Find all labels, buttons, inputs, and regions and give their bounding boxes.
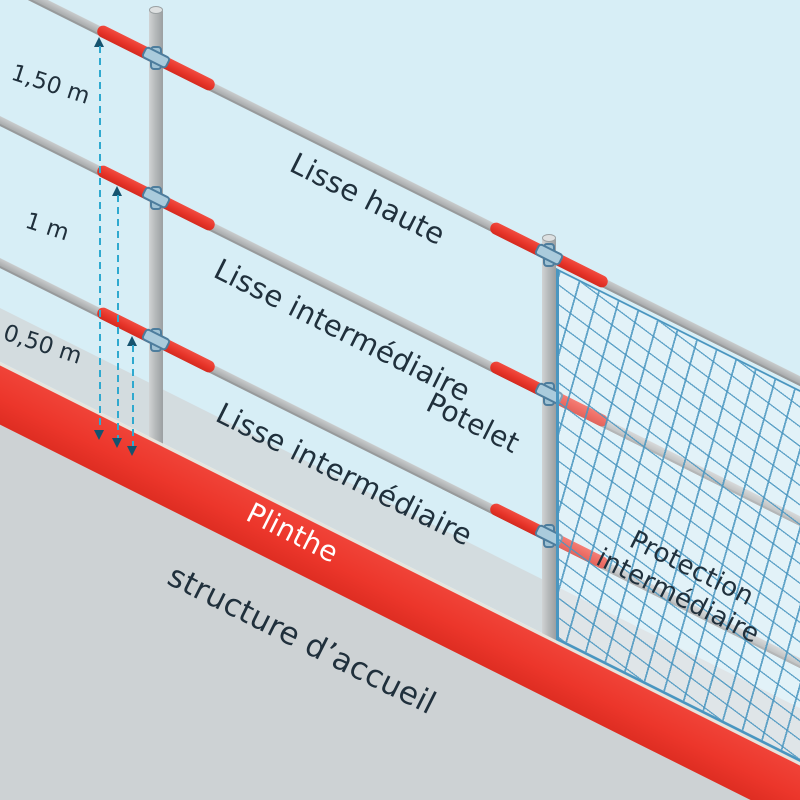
dimension-line-100 xyxy=(117,195,119,438)
coupler xyxy=(140,185,172,210)
label-potelet: Potelet xyxy=(421,386,525,460)
dimension-arrow-down-icon xyxy=(127,446,137,456)
dimension-arrow-down-icon xyxy=(94,430,104,440)
dimension-line-150 xyxy=(99,46,101,430)
coupler xyxy=(533,523,565,548)
dimension-label-100: 1 m xyxy=(21,208,73,247)
dimension-arrow-up-icon xyxy=(94,37,104,47)
left-post xyxy=(149,10,163,456)
right-post xyxy=(542,238,556,690)
coupler xyxy=(533,381,565,406)
dimension-arrow-up-icon xyxy=(112,186,122,196)
coupler xyxy=(140,45,172,70)
right-post-cap xyxy=(542,234,556,242)
dimension-label-150: 1,50 m xyxy=(7,60,93,110)
coupler xyxy=(533,242,565,267)
dimension-arrow-up-icon xyxy=(127,336,137,346)
left-post-cap xyxy=(149,6,163,14)
dimension-line-050 xyxy=(132,345,134,446)
coupler xyxy=(140,327,172,352)
dimension-arrow-down-icon xyxy=(112,438,122,448)
